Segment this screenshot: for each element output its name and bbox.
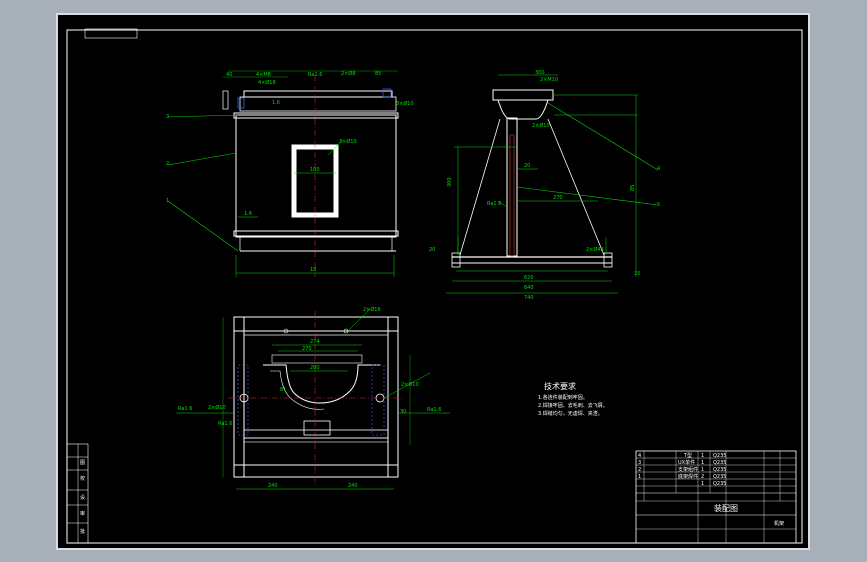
dim: Ra1.6: [178, 406, 192, 412]
bom-qty: 1: [701, 467, 704, 473]
bom-qty: 2: [701, 474, 704, 480]
dim: 40: [226, 72, 232, 78]
bom-name: 支架组件: [678, 466, 698, 473]
dim: 2×Ø10: [208, 404, 226, 411]
dim: 15: [634, 271, 640, 277]
outer-frame: [66, 29, 803, 544]
dim: Ra1.6: [427, 407, 441, 413]
dim: 240: [348, 483, 358, 489]
bom-qty: 1: [701, 460, 704, 466]
dim: 4×Ø18: [258, 79, 276, 86]
balloon: 2: [166, 161, 169, 167]
bom-material: Q235: [713, 481, 726, 487]
cad-viewport[interactable]: 图 校 设 审 批 18 100 1.6 40 4×M8 4×Ø18 Ra1.6…: [56, 13, 810, 550]
bom-material: Q235: [713, 474, 726, 480]
bom-no: 1: [638, 474, 641, 480]
balloon: 5: [657, 202, 660, 208]
balloon: 1: [166, 198, 169, 204]
top-view: 240 240 274 2×Ø16 270 200 81 2×Ø10 Ra1.6…: [176, 306, 450, 490]
balloon: 4: [657, 166, 660, 172]
company-name: 机架: [774, 520, 784, 527]
dim: 81: [280, 387, 286, 393]
dim: 2×Ø8: [341, 70, 356, 77]
bom-material: Q235: [713, 460, 726, 466]
dim: 740: [524, 295, 534, 301]
dim: 2×Ø48: [586, 246, 604, 253]
strip-label: 审: [80, 510, 85, 517]
dim: 640: [524, 285, 534, 291]
strip-label: 设: [80, 494, 85, 501]
dim: Ra1.6: [218, 421, 232, 427]
dim: 20: [524, 163, 530, 169]
strip-label: 校: [80, 475, 85, 482]
dim: 300: [535, 70, 545, 76]
bom-no: 3: [638, 460, 641, 466]
dim: 270: [553, 195, 563, 201]
title-block: 4 T型 1 Q235 3 UX单件 1 Q235 2 支架组件 1 Q235 …: [635, 450, 797, 544]
left-signature-strip: 图 校 设 审 批: [66, 443, 89, 544]
dim: 100: [310, 167, 320, 173]
dim: 30: [400, 409, 406, 415]
bom-name: T型: [683, 452, 692, 459]
strip-label: 图: [80, 460, 85, 466]
dim: Ra1.6: [487, 201, 501, 207]
drawing-canvas: 图 校 设 审 批 18 100 1.6 40 4×M8 4×Ø18 Ra1.6…: [66, 28, 803, 544]
tech-title: 技术要求: [544, 381, 576, 391]
dim: 4×M8: [256, 72, 271, 78]
front-view: 18 100 1.6 40 4×M8 4×Ø18 Ra1.6 2×Ø8 85 1…: [166, 70, 414, 277]
dim: 3×Ø10: [339, 138, 357, 145]
dim: 85: [375, 71, 381, 77]
bom-name: 底架焊件: [678, 473, 698, 480]
dim: 200: [310, 365, 320, 371]
dim: 2×M10: [540, 77, 558, 83]
dim: 3×Ø10: [396, 100, 414, 107]
dim: 240: [268, 483, 278, 489]
bom-no: 4: [638, 453, 641, 459]
dim: 300: [447, 177, 453, 187]
bom-material: Q235: [713, 453, 726, 459]
dim: 20: [429, 247, 435, 253]
strip-label: 批: [80, 528, 85, 535]
drawing-name: 装配图: [714, 503, 738, 513]
bom-material: Q235: [713, 467, 726, 473]
tech-requirements: 技术要求 1.各连件装配到牢固。 2.焊接牢固、去毛刺、去飞屑。 3.焊缝均匀，…: [538, 381, 608, 417]
tech-line: 3.焊缝均匀，无虚焊、夹渣。: [538, 410, 603, 417]
balloon: 3: [166, 114, 169, 120]
bom-qty: 1: [701, 453, 704, 459]
tech-line: 2.焊接牢固、去毛刺、去飞屑。: [538, 402, 608, 409]
tech-line: 1.各连件装配到牢固。: [538, 394, 588, 401]
dim: 2×Ø16: [363, 306, 381, 313]
bom-no: 2: [638, 467, 641, 473]
dim: 620: [524, 275, 534, 281]
bom-name: UX单件: [678, 459, 695, 466]
dim: 2×Ø10: [532, 122, 550, 129]
dim: Ra1.6: [308, 72, 322, 78]
dim: 85: [630, 185, 636, 191]
dim: 1.6: [244, 211, 252, 217]
dim: 270: [302, 346, 312, 352]
drawing-number-box: [84, 28, 138, 39]
bom-qty: 1: [701, 481, 704, 487]
dim: 1.6: [272, 100, 280, 106]
dim: 18: [310, 267, 316, 273]
dim: 274: [310, 339, 320, 345]
side-view: 620 640 740 300 270 20 Ra1.6 300 2×M10 2…: [429, 70, 660, 301]
